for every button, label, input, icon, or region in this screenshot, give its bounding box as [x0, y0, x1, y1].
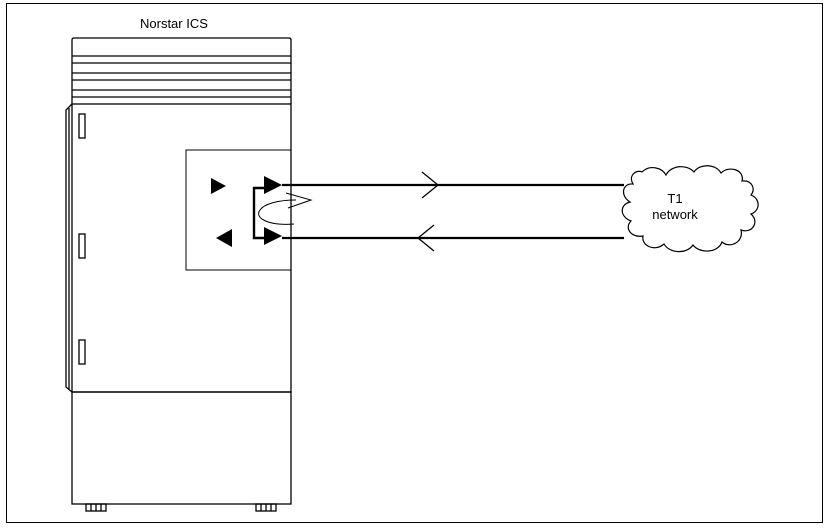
loopback-curved-arrow	[258, 192, 313, 225]
figure-frame	[6, 3, 823, 523]
unit-side-door	[65, 103, 73, 393]
port-arrow-in-bottom	[216, 229, 232, 247]
hinge-top	[78, 113, 86, 139]
unit-bottom-section	[71, 391, 292, 505]
port-arrow-out-top	[264, 176, 282, 194]
t1-network-cloud	[621, 165, 759, 253]
hinge-middle	[78, 233, 86, 259]
unit-title-label: Norstar ICS	[140, 16, 208, 31]
interface-panel	[185, 149, 292, 271]
network-label: T1 network	[640, 191, 710, 223]
network-label-line2: network	[652, 207, 698, 222]
port-arrow-in-left	[211, 178, 226, 194]
receive-line	[282, 224, 624, 252]
network-label-line1: T1	[667, 191, 683, 206]
norstar-ics-unit	[65, 37, 292, 512]
port-arrows	[211, 176, 282, 247]
unit-vent-slats	[72, 55, 291, 98]
hinge-bottom	[78, 339, 86, 365]
port-arrow-out-bottom	[264, 227, 282, 245]
unit-main-body	[71, 103, 292, 393]
loopback-bracket	[252, 186, 264, 240]
unit-top-section	[71, 37, 292, 104]
transmit-line	[282, 171, 624, 199]
